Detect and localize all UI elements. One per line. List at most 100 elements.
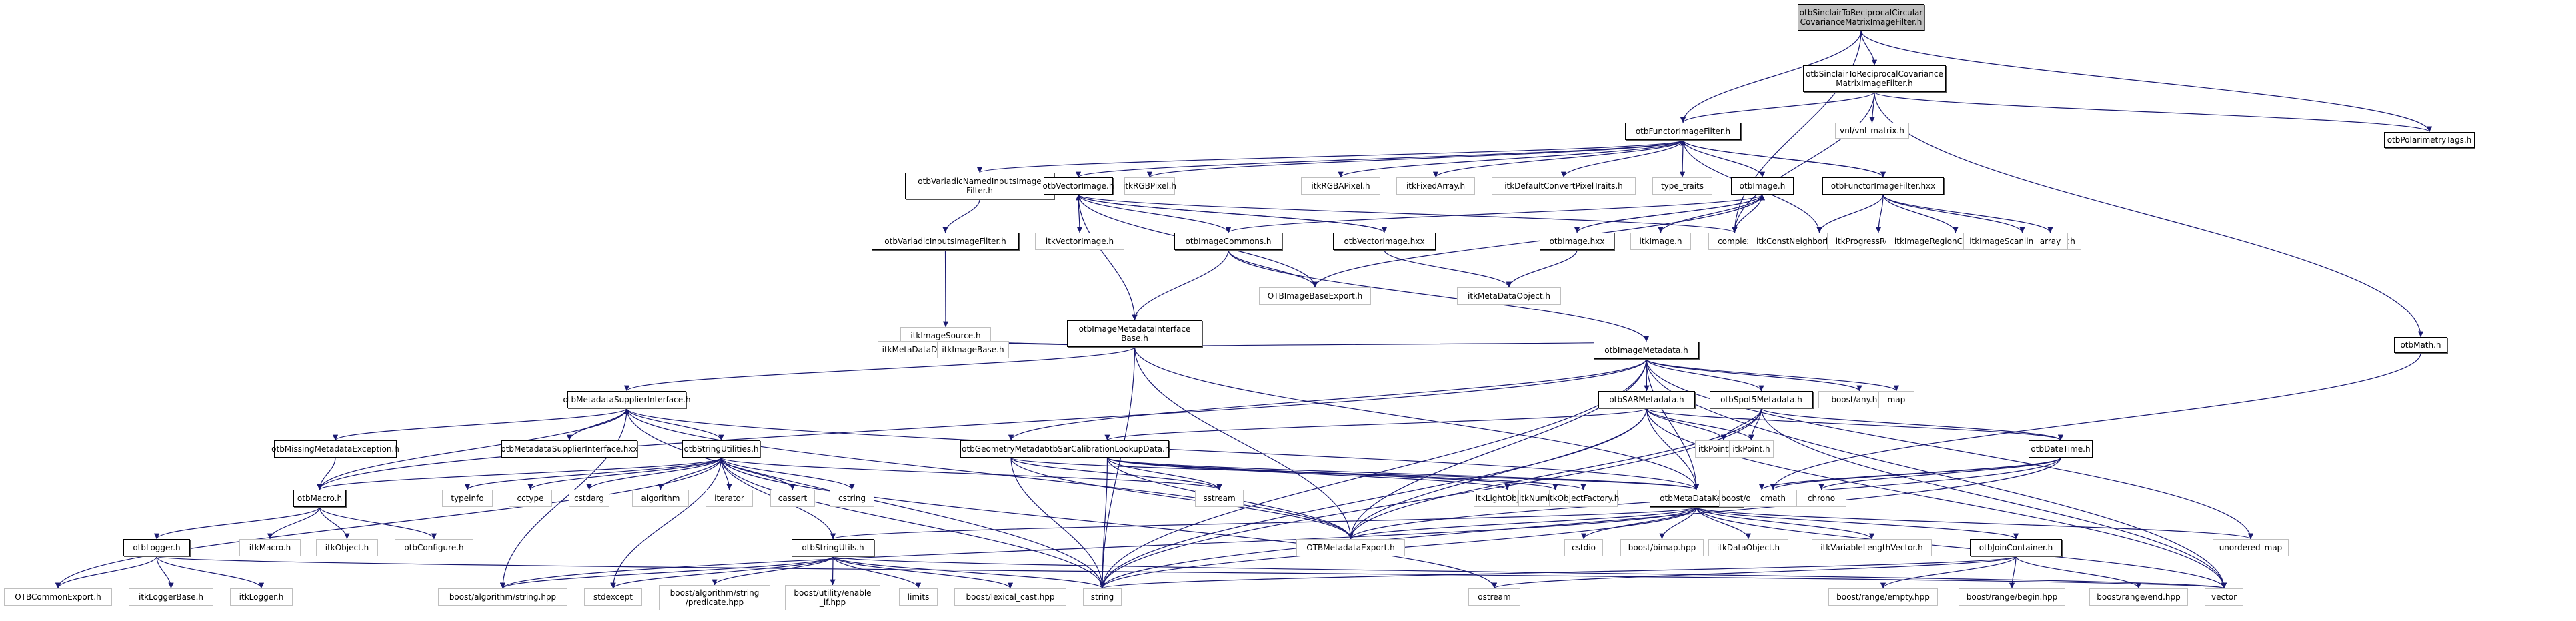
edge-sinclairCov-to-polTags <box>1874 91 2432 133</box>
edge-imageMetadata-to-otbMacro <box>317 358 1647 490</box>
graph-node-otb-image[interactable]: otbImage.h <box>1731 177 1794 195</box>
node-label: OTBImageBaseExport.h <box>1267 291 1363 301</box>
graph-node-sar-metadata[interactable]: otbSARMetadata.h <box>1598 391 1695 408</box>
node-label: vnl/vnl_matrix.h <box>1840 126 1904 135</box>
node-label: otbMetadataSupplierInterface.hxx <box>501 444 638 454</box>
graph-node-spot5-metadata[interactable]: otbSpot5Metadata.h <box>1710 391 1813 408</box>
graph-node-string-utilities[interactable]: otbStringUtilities.h <box>682 440 760 458</box>
graph-node-supplier-interface-hxx[interactable]: otbMetadataSupplierInterface.hxx <box>501 440 638 458</box>
graph-node-sar-calib-lookup[interactable]: otbSarCalibrationLookupData.h <box>1045 440 1170 458</box>
graph-node-join-container[interactable]: otbJoinContainer.h <box>1970 539 2062 556</box>
graph-node-vector-image[interactable]: otbVectorImage.h <box>1043 177 1114 195</box>
graph-node-stdexcept: stdexcept <box>584 588 642 606</box>
edge-imdInterfaceBase-to-imageMetadata <box>1134 341 1648 348</box>
node-label: otbMissingMetadataException.h <box>271 444 399 454</box>
graph-node-date-time[interactable]: otbDateTime.h <box>2029 440 2093 458</box>
node-label: itkObjectFactory.h <box>1547 494 1620 503</box>
edge-geometryMetadata-to-string <box>1010 457 1106 589</box>
edge-otbMacro-to-otbLogger <box>153 506 321 540</box>
graph-node-pol-tags[interactable]: otbPolarimetryTags.h <box>2384 132 2475 148</box>
edge-stringUtilities-to-algorithm <box>658 457 722 490</box>
graph-node-otb-common-export: OTBCommonExport.h <box>4 588 112 606</box>
graph-node-otb-macro[interactable]: otbMacro.h <box>293 490 346 507</box>
edge-stringUtils-to-string <box>832 556 1106 589</box>
edge-stringUtils-to-limits <box>832 556 922 589</box>
edge-stringUtilities-to-string <box>720 457 1106 589</box>
node-label: itkLogger.h <box>239 592 284 602</box>
node-label: otbPolarimetryTags.h <box>2387 135 2472 145</box>
graph-node-cmath: cmath <box>1750 490 1796 507</box>
edge-stringUtils-to-vector <box>832 556 2227 589</box>
edge-spot5Metadata-to-string <box>1099 408 1762 589</box>
edge-spot5Metadata-to-dateTime <box>1760 408 2064 441</box>
graph-node-functor-filter[interactable]: otbFunctorImageFilter.h <box>1625 123 1741 140</box>
graph-node-variadic-inputs[interactable]: otbVariadicInputsImageFilter.h <box>872 233 1019 250</box>
node-label: boost/any.hpp <box>1831 395 1888 404</box>
node-label: itkDataObject.h <box>1716 543 1780 552</box>
graph-node-itk-logger: itkLogger.h <box>230 588 293 606</box>
graph-node-vector-image-hxx[interactable]: otbVectorImage.hxx <box>1333 233 1436 250</box>
edge-functorFilter-to-variadicNamed <box>977 139 1684 173</box>
edge-stringUtils-to-stdexcept <box>610 556 834 589</box>
graph-node-itk-point: itkPoint.h <box>1729 440 1774 458</box>
node-label: itkVectorImage.h <box>1045 237 1114 246</box>
node-label: itkRGBAPixel.h <box>1311 181 1370 191</box>
graph-node-imd-interface-base[interactable]: otbImageMetadataInterface Base.h <box>1067 320 1202 347</box>
node-label: iterator <box>714 494 744 503</box>
edge-functorFilter-to-vectorImage <box>1076 139 1684 178</box>
node-label: otbFunctorImageFilter.hxx <box>1830 181 1936 191</box>
node-label: sstream <box>1203 494 1236 503</box>
edge-stringUtilities-to-stdexcept <box>610 457 722 589</box>
graph-node-itk-r-g-b-pixel: itkRGBPixel.h <box>1123 177 1176 195</box>
node-label: typeinfo <box>451 494 484 503</box>
graph-node-boost-range-empty: boost/range/empty.hpp <box>1828 588 1938 606</box>
edge-stringUtils-to-boostAlgString <box>500 556 834 589</box>
edge-otbMacro-to-otbConfigure <box>319 506 437 540</box>
edge-functorFilterHxx-to-itkImageScanline <box>1882 194 2025 233</box>
graph-node-image-commons[interactable]: otbImageCommons.h <box>1174 233 1282 250</box>
graph-node-otb-logger[interactable]: otbLogger.h <box>123 539 190 556</box>
edge-sinclairCov-to-functorFilter <box>1680 91 1875 123</box>
node-label: array <box>2039 237 2061 246</box>
edge-sarCalibLookup-to-string <box>1099 457 1108 589</box>
graph-node-functor-filter-hxx[interactable]: otbFunctorImageFilter.hxx <box>1822 177 1944 195</box>
graph-node-string: string <box>1083 588 1122 606</box>
node-label: boost/utility/enable _if.hpp <box>794 588 872 607</box>
edge-vectorImageHxx-to-vectorImage <box>1075 194 1385 233</box>
node-label: ostream <box>1478 592 1511 602</box>
graph-node-variadic-named[interactable]: otbVariadicNamedInputsImage Filter.h <box>905 173 1054 199</box>
node-label: OTBCommonExport.h <box>15 592 101 602</box>
graph-node-cctype: cctype <box>509 490 552 507</box>
edge-geometryMetadata-to-otbMetadataExport <box>1010 457 1354 540</box>
graph-node-iterator: iterator <box>706 490 753 507</box>
edge-imageMetadata-to-metaDataKey <box>1646 358 1700 490</box>
node-label: cmath <box>1760 494 1786 503</box>
node-label: otbSpot5Metadata.h <box>1720 395 1802 404</box>
graph-node-sinclair-cov[interactable]: otbSinclairToReciprocalCovariance Matrix… <box>1803 65 1946 92</box>
graph-node-supplier-interface[interactable]: otbMetadataSupplierInterface.h <box>563 391 691 408</box>
node-label: otbVariadicInputsImageFilter.h <box>884 237 1006 246</box>
edge-otbLogger-to-otbCommonExport <box>55 556 157 589</box>
edge-supplierInterface-to-stringUtilities <box>626 408 724 441</box>
graph-node-meta-data-key[interactable]: otbMetaDataKey.h <box>1650 490 1743 507</box>
graph-node-string-utils[interactable]: otbStringUtils.h <box>792 539 874 556</box>
edge-metaDataKey-to-itkVarLenVector <box>1696 506 1875 540</box>
graph-node-image-hxx[interactable]: otbImage.hxx <box>1540 233 1614 250</box>
graph-node-otb-math[interactable]: otbMath.h <box>2394 337 2447 353</box>
graph-node-typeinfo: typeinfo <box>442 490 493 507</box>
node-label: otbFunctorImageFilter.h <box>1635 127 1731 136</box>
edge-sarMetadata-to-itkPoint <box>1646 408 1754 441</box>
node-label: otbMath.h <box>2400 340 2441 350</box>
graph-node-missing-metadata-ex[interactable]: otbMissingMetadataException.h <box>271 440 399 458</box>
edge-functorFilterHxx-to-functorFilter <box>1680 139 1884 178</box>
graph-node-geometry-metadata[interactable]: otbGeometryMetadata.h <box>960 440 1062 458</box>
edge-metaDataKey-to-cstdio <box>1580 506 1697 540</box>
edge-dateTime-to-string <box>1099 457 2061 589</box>
graph-node-cstdarg: cstdarg <box>569 490 609 507</box>
edge-metaDataKey-to-vector <box>1696 506 2227 589</box>
edge-otbMacro-to-itkObject <box>319 506 350 540</box>
graph-node-image-metadata[interactable]: otbImageMetadata.h <box>1594 342 1699 359</box>
edge-functorFilter-to-itkRGBPixel <box>1147 139 1684 178</box>
edge-imageCommons-to-otbImageBaseExport <box>1228 249 1318 288</box>
node-label: boost/range/empty.hpp <box>1836 592 1930 602</box>
